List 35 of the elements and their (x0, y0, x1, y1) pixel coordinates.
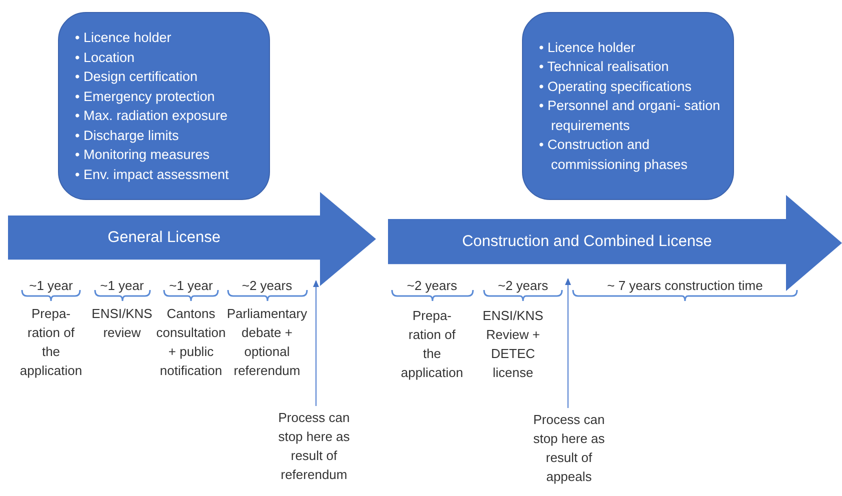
bullet-item: • Design certification (75, 68, 199, 86)
note-text: Process can stop here as result of referendum (277, 409, 351, 484)
note-text: Process can stop here as result of appeals (532, 411, 606, 486)
duration-label: ~1 year (28, 277, 74, 295)
bullet-item: • Location (75, 48, 136, 66)
arrow-label: Construction and Combined License (462, 232, 712, 252)
duration-label: ~ 7 years construction time (606, 277, 764, 295)
bullet-item: • Env. impact assessment (75, 166, 229, 184)
rounded-info-box (522, 12, 734, 200)
bullet-item: • Max. radiation exposure (75, 107, 229, 125)
duration-label: ~2 years (406, 277, 458, 295)
step-description: Cantons consultation + public notification (155, 305, 227, 380)
bullet-item: • Construction and commissioning phases (539, 136, 689, 174)
step-description: Prepa- ration of the application (18, 305, 84, 380)
bullet-item: • Emergency protection (75, 88, 216, 106)
leader-arrow (565, 278, 571, 408)
duration-label: ~1 year (99, 277, 145, 295)
bullet-item: • Personnel and organi- sation requirements (539, 97, 721, 135)
bullet-item: • Licence holder (75, 29, 172, 47)
bullet-item: • Operating specifications (539, 78, 693, 96)
duration-label: ~2 years (240, 277, 294, 295)
duration-label: ~2 years (496, 277, 550, 295)
banner (388, 195, 842, 291)
bullet-item: • Monitoring measures (75, 146, 211, 164)
bullet-item: • Discharge limits (75, 126, 180, 145)
arrow-label: General License (108, 228, 220, 248)
step-description: Prepa- ration of the application (400, 307, 464, 382)
leader-arrow (313, 280, 319, 406)
step-description: ENSI/KNS Review + DETEC license (482, 307, 544, 382)
step-description: ENSI/KNS review (90, 305, 154, 342)
duration-label: ~1 year (168, 277, 214, 295)
bullet-item: • Licence holder (539, 38, 636, 57)
rounded-info-box (58, 12, 270, 200)
bullet-item: • Technical realisation (539, 58, 670, 76)
step-description: Parliamentary debate + optional referendum (226, 305, 308, 380)
